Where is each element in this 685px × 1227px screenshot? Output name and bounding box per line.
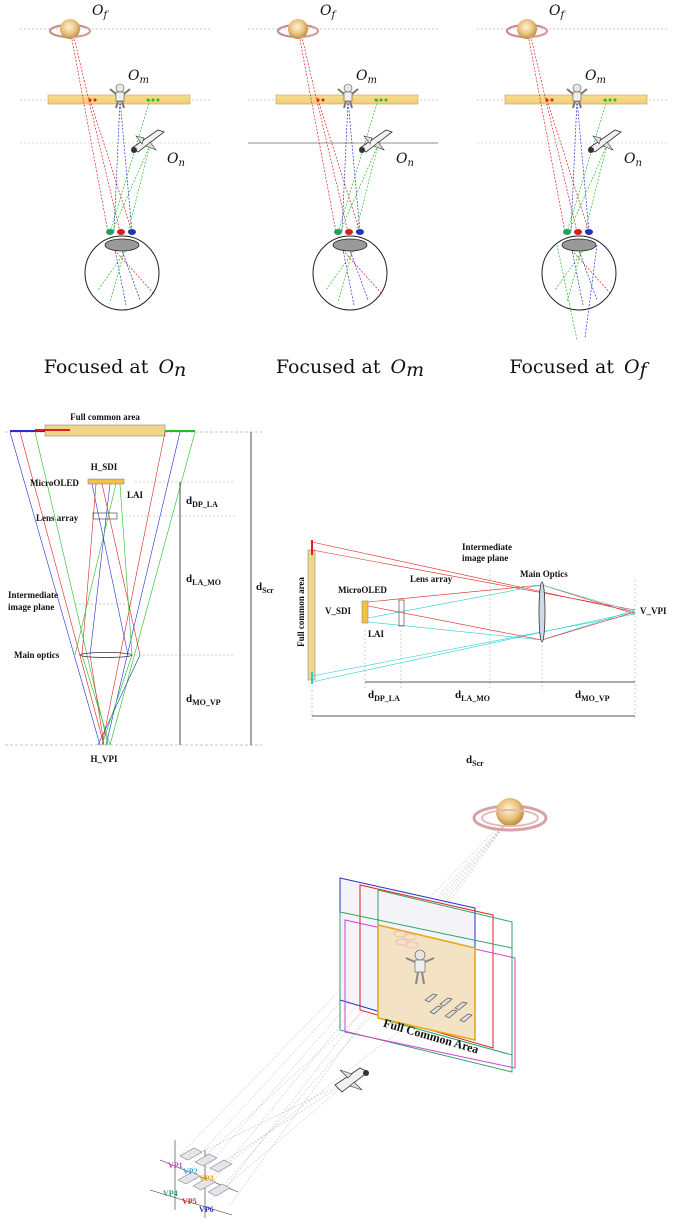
h-microoled-label: MicroOLED xyxy=(30,478,79,488)
v-sdi-label: V_SDI xyxy=(325,606,352,616)
caption-focused-of: Focused at Of xyxy=(509,356,649,381)
vp5-label: VP5 xyxy=(182,1197,197,1206)
v-main-optics-label: Main Optics xyxy=(520,569,568,579)
vp1-label: VP1 xyxy=(168,1161,183,1170)
h-intermediate-label-1: Intermediate xyxy=(8,590,58,600)
vp3-label: VP3 xyxy=(199,1174,214,1183)
v-intermediate-label-2: image plane xyxy=(462,553,508,563)
v-lai-label: LAI xyxy=(368,629,385,639)
shuttle-near-object-3 xyxy=(587,129,622,154)
vp4-label: VP4 xyxy=(163,1189,178,1198)
v-d-scr: dScr xyxy=(466,754,484,768)
vertical-diagram: Full common area Intermediate image plan… xyxy=(296,540,667,768)
v-main-optics xyxy=(538,581,546,643)
v-lens-array-label: Lens array xyxy=(410,574,453,584)
perspective-svg: Full Common Area VP1 xyxy=(149,798,548,1218)
viewpoint-grid: VP1 VP2 VP3 VP4 VP5 VP6 xyxy=(149,1140,239,1218)
horizontal-diagram: Full common area H_SDI MicroOLED LAI Len… xyxy=(5,412,274,764)
optics-diagrams-svg: Full common area H_SDI MicroOLED LAI Len… xyxy=(5,412,667,768)
perspective-panel: Full Common Area VP1 xyxy=(0,780,685,1227)
focus-comparison-panel: Of Om On Of Om On Of Om On Focused at On… xyxy=(0,0,685,400)
h-lai-label: LAI xyxy=(127,490,144,500)
label-of-3: Of xyxy=(549,3,566,21)
h-lens-array-label: Lens array xyxy=(36,513,79,523)
v-d-dp-la: dDP_LA xyxy=(368,689,400,703)
h-vpi-label: H_VPI xyxy=(91,754,118,764)
h-intermediate-label-2: image plane xyxy=(8,602,54,612)
v-full-common-area-bar xyxy=(307,549,316,681)
h-main-optics xyxy=(79,652,133,658)
saturn-ghosts xyxy=(393,930,419,949)
v-d-la-mo: dLA_MO xyxy=(455,689,490,703)
h-full-common-area-label: Full common area xyxy=(70,412,140,422)
vp6-label: VP6 xyxy=(199,1205,214,1214)
v-vpi-label: V_VPI xyxy=(640,606,667,616)
optics-diagrams-panel: Full common area H_SDI MicroOLED LAI Len… xyxy=(0,400,685,780)
focus-column-template xyxy=(20,28,210,311)
h-main-optics-label: Main optics xyxy=(14,650,60,660)
h-d-dp-la: dDP_LA xyxy=(186,495,218,509)
label-of-2: Of xyxy=(320,3,337,21)
label-of-1: Of xyxy=(92,3,109,21)
astronaut-3d xyxy=(405,949,435,985)
viewing-screens xyxy=(339,877,516,1073)
h-d-mo-vp: dMO_VP xyxy=(186,693,221,707)
label-om-3: Om xyxy=(585,68,606,86)
caption-focused-on: Focused at On xyxy=(44,356,187,381)
shuttle-3d xyxy=(334,1067,369,1093)
h-d-la-mo: dLA_MO xyxy=(186,573,221,587)
saturn-3d xyxy=(472,798,548,832)
label-on-2: On xyxy=(396,151,414,169)
h-lens-array xyxy=(92,512,118,520)
label-on-3: On xyxy=(624,151,642,169)
h-d-scr: dScr xyxy=(256,581,274,595)
v-lens-array xyxy=(398,599,405,627)
v-full-common-area-label: Full common area xyxy=(296,577,306,647)
focus-comparison-svg: Of Om On Of Om On Of Om On Focused at On… xyxy=(20,3,668,381)
label-om-1: Om xyxy=(128,68,149,86)
object-labels: Of Om On Of Om On Of Om On xyxy=(92,3,642,169)
v-d-mo-vp: dMO_VP xyxy=(575,689,610,703)
h-sdi-label: H_SDI xyxy=(91,462,118,472)
v-microoled xyxy=(361,600,369,624)
vp2-label: VP2 xyxy=(183,1167,198,1176)
label-on-1: On xyxy=(167,151,185,169)
shuttle-near-object-1 xyxy=(130,129,165,154)
shuttle-ghosts xyxy=(424,993,473,1023)
caption-focused-om: Focused at Om xyxy=(276,356,424,381)
shuttle-near-object-2 xyxy=(358,129,393,154)
label-om-2: Om xyxy=(356,68,377,86)
v-intermediate-label-1: Intermediate xyxy=(462,542,512,552)
h-microoled xyxy=(87,478,125,485)
v-microoled-label: MicroOLED xyxy=(338,585,387,595)
